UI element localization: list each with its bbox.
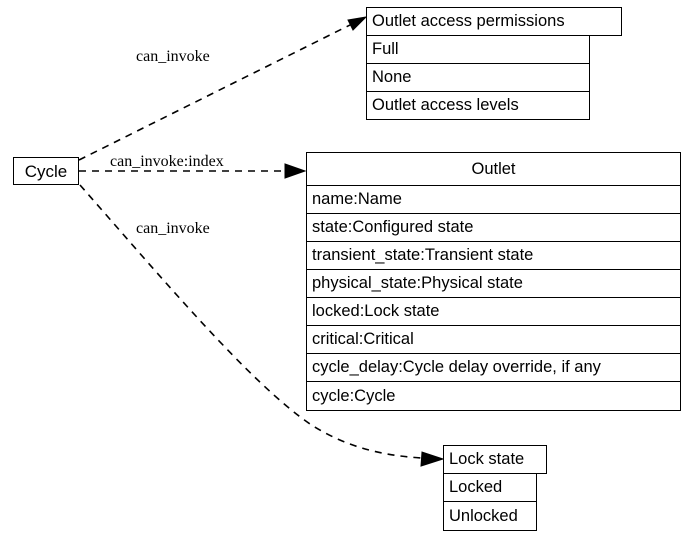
edge-top-arrowhead bbox=[347, 16, 368, 31]
node-cycle-label: Cycle bbox=[24, 161, 68, 181]
row-text: name:Name bbox=[312, 190, 402, 209]
node-outlet-row[interactable]: critical:Critical bbox=[306, 325, 681, 354]
row-text: None bbox=[372, 68, 412, 87]
row-text: cycle_delay:Cycle delay override, if any bbox=[312, 358, 601, 377]
node-outlet-row[interactable]: cycle_delay:Cycle delay override, if any bbox=[306, 353, 681, 382]
edge-middle-arrowhead bbox=[284, 163, 307, 179]
node-outlet-row[interactable]: physical_state:Physical state bbox=[306, 269, 681, 298]
row-text: transient_state:Transient state bbox=[312, 246, 534, 265]
node-lock-state-row[interactable]: Unlocked bbox=[443, 501, 537, 531]
node-cycle[interactable]: Cycle bbox=[13, 157, 79, 185]
node-outlet-access-permissions-row[interactable]: None bbox=[366, 63, 590, 92]
row-text: state:Configured state bbox=[312, 218, 474, 237]
title-text: Lock state bbox=[449, 450, 525, 469]
edge-label-can-invoke-bottom: can_invoke bbox=[136, 220, 210, 237]
node-outlet-title: Outlet bbox=[306, 152, 681, 186]
node-outlet-access-permissions-row[interactable]: Full bbox=[366, 35, 590, 64]
title-text: Outlet bbox=[471, 159, 516, 178]
edge-label-can-invoke-index: can_invoke:index bbox=[110, 153, 224, 170]
node-outlet-access-permissions-row[interactable]: Outlet access levels bbox=[366, 91, 590, 120]
node-outlet-row[interactable]: name:Name bbox=[306, 185, 681, 214]
node-outlet-row[interactable]: cycle:Cycle bbox=[306, 381, 681, 411]
edge-bottom-arrowhead bbox=[420, 451, 445, 467]
row-text: physical_state:Physical state bbox=[312, 274, 523, 293]
row-text: Outlet access levels bbox=[372, 96, 519, 115]
edge-top-line bbox=[78, 21, 357, 161]
node-outlet-row[interactable]: state:Configured state bbox=[306, 213, 681, 242]
node-lock-state-title: Lock state bbox=[443, 445, 547, 474]
row-text: Full bbox=[372, 40, 399, 59]
row-text: critical:Critical bbox=[312, 330, 414, 349]
node-lock-state-row[interactable]: Locked bbox=[443, 473, 537, 502]
row-text: cycle:Cycle bbox=[312, 386, 396, 405]
row-text: Locked bbox=[449, 478, 503, 497]
node-outlet-row[interactable]: transient_state:Transient state bbox=[306, 241, 681, 270]
node-outlet-access-permissions-title: Outlet access permissions bbox=[366, 7, 622, 36]
edge-label-can-invoke-top: can_invoke bbox=[136, 48, 210, 65]
title-text: Outlet access permissions bbox=[372, 12, 565, 31]
row-text: Unlocked bbox=[449, 506, 518, 525]
row-text: locked:Lock state bbox=[312, 302, 440, 321]
node-outlet-row[interactable]: locked:Lock state bbox=[306, 297, 681, 326]
